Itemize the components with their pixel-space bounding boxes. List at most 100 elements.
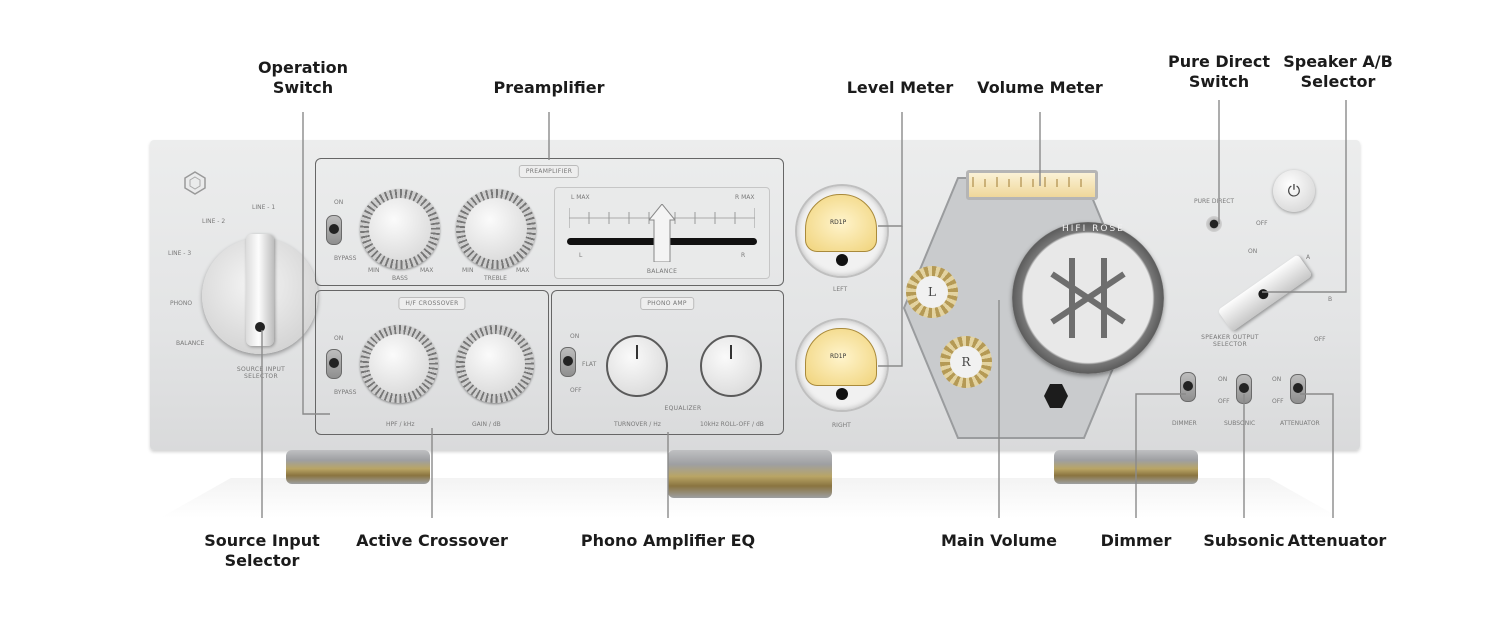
source-selector-indicator-dot xyxy=(255,322,265,332)
panel-text-line: SOURCE INPUT xyxy=(236,366,286,373)
operation-switch-toggle[interactable] xyxy=(326,215,342,245)
treble-min-label: MIN xyxy=(462,267,474,274)
crossover-bypass-label: BYPASS xyxy=(334,389,357,396)
meter-brand-label: RD1P xyxy=(830,219,847,226)
power-button[interactable]: ⏻ xyxy=(1273,170,1315,212)
callout-active-crossover: Active Crossover xyxy=(356,531,508,550)
source-input-selector-knob[interactable] xyxy=(202,234,318,354)
gain-label: GAIN / dB xyxy=(472,421,501,428)
leader-operation-switch xyxy=(302,112,330,415)
source-position-line1: LINE - 1 xyxy=(252,204,276,211)
operation-bypass-label: BYPASS xyxy=(334,255,357,262)
phono-eq-toggle[interactable] xyxy=(560,347,576,377)
pure-direct-off-label: OFF xyxy=(1256,220,1268,227)
level-meter-right-face: RD1P xyxy=(805,328,877,386)
hpf-knob[interactable] xyxy=(360,325,438,403)
subsonic-label: SUBSONIC xyxy=(1224,420,1256,427)
bass-label: BASS xyxy=(392,275,408,282)
rolloff-knob[interactable] xyxy=(700,335,762,397)
source-position-phono: PHONO xyxy=(170,300,193,307)
source-position-line3: LINE - 3 xyxy=(168,250,192,257)
leader-level-meter xyxy=(878,112,903,227)
callout-text-line: Selector xyxy=(224,551,300,570)
dimmer-label: DIMMER xyxy=(1172,420,1197,427)
hf-crossover-header: H/F CROSSOVER xyxy=(398,297,466,310)
level-meter-right: RD1P xyxy=(795,318,889,412)
callout-text-line: Source Input xyxy=(204,531,320,550)
balance-r-max-label: R MAX xyxy=(735,194,755,201)
subsonic-on-label: ON xyxy=(1218,376,1228,383)
gear-left: L xyxy=(906,266,958,318)
power-icon: ⏻ xyxy=(1287,181,1301,200)
speaker-off-label: OFF xyxy=(1314,336,1326,343)
eq-flat-label: FLAT xyxy=(582,361,597,368)
gear-right-cap: R xyxy=(950,346,982,378)
eq-on-label: ON xyxy=(570,333,580,340)
balance-label: BALANCE xyxy=(646,268,678,275)
callout-text-line: Switch xyxy=(1188,72,1250,91)
attenuator-toggle[interactable] xyxy=(1290,374,1306,404)
gear-right: R xyxy=(940,336,992,388)
equalizer-label: EQUALIZER xyxy=(664,405,702,412)
callout-text-line: Operation xyxy=(257,58,349,77)
turnover-knob[interactable] xyxy=(606,335,668,397)
main-volume-lattice xyxy=(1050,258,1126,338)
foot-center xyxy=(668,450,832,498)
pure-direct-label: PURE DIRECT xyxy=(1194,198,1235,205)
volume-meter-scale xyxy=(972,177,1082,187)
pure-direct-on-label: ON xyxy=(1248,248,1258,255)
balance-slider-handle[interactable] xyxy=(649,204,675,262)
volume-meter-window xyxy=(966,170,1098,200)
source-position-line2: LINE - 2 xyxy=(202,218,226,225)
level-meter-right-label: RIGHT xyxy=(832,422,851,429)
eq-off-label: OFF xyxy=(570,387,582,394)
level-meter-right-dot xyxy=(836,388,848,400)
source-input-label: SOURCE INPUT SELECTOR xyxy=(237,366,285,380)
callout-text-line: Pure Direct xyxy=(1167,52,1271,71)
callout-subsonic: Subsonic xyxy=(1203,531,1285,550)
phono-amp-header: PHONO AMP xyxy=(640,297,694,310)
bass-min-label: MIN xyxy=(368,267,380,274)
crossover-toggle[interactable] xyxy=(326,349,342,379)
panel-text-line: SELECTOR xyxy=(244,373,278,380)
main-volume-knob[interactable]: HIFI ROSE xyxy=(1012,222,1164,374)
balance-l-label: L xyxy=(579,252,583,259)
callout-text-line: Selector xyxy=(1300,72,1376,91)
callout-source-input-selector: Source Input Selector xyxy=(204,531,320,571)
foot-left xyxy=(286,450,430,484)
callout-volume-meter: Volume Meter xyxy=(977,78,1103,97)
rolloff-label: 10kHz ROLL-OFF / dB xyxy=(700,421,764,428)
speaker-output-label: SPEAKER OUTPUT SELECTOR xyxy=(1201,334,1259,348)
bass-knob[interactable] xyxy=(360,189,440,269)
callout-preamplifier: Preamplifier xyxy=(493,78,605,97)
level-meter-left: RD1P xyxy=(795,184,889,278)
subsonic-off-label: OFF xyxy=(1218,398,1230,405)
panel-text-line: SELECTOR xyxy=(1213,341,1247,348)
balance-l-max-label: L MAX xyxy=(571,194,590,201)
leader-level-meter-lower xyxy=(878,226,903,367)
level-meter-left-label: LEFT xyxy=(833,286,848,293)
panel-text-line: SPEAKER OUTPUT xyxy=(1201,334,1259,341)
operation-on-label: ON xyxy=(334,199,344,206)
foot-right xyxy=(1054,450,1198,484)
balance-r-label: R xyxy=(741,252,746,259)
attenuator-label: ATTENUATOR xyxy=(1280,420,1320,427)
callout-main-volume: Main Volume xyxy=(940,531,1058,550)
callout-attenuator: Attenuator xyxy=(1287,531,1387,550)
main-volume-brand-ring: HIFI ROSE xyxy=(1062,224,1125,234)
balance-panel: L MAX R MAX L R BALANCE xyxy=(554,187,770,279)
attenuator-on-label: ON xyxy=(1272,376,1282,383)
treble-knob[interactable] xyxy=(456,189,536,269)
phono-amplifier-section: PHONO AMP ON FLAT OFF EQUALIZER TURNOVER… xyxy=(551,290,784,435)
gain-knob[interactable] xyxy=(456,325,534,403)
pure-direct-switch[interactable] xyxy=(1206,216,1222,232)
turnover-label: TURNOVER / Hz xyxy=(614,421,661,428)
callout-text-line: Switch xyxy=(272,78,334,97)
treble-label: TREBLE xyxy=(484,275,507,282)
callout-level-meter: Level Meter xyxy=(846,78,954,97)
attenuator-off-label: OFF xyxy=(1272,398,1284,405)
callout-pure-direct-switch: Pure Direct Switch xyxy=(1168,52,1270,92)
amplifier-front-panel: LINE - 1 LINE - 2 LINE - 3 PHONO BALANCE… xyxy=(150,140,1360,450)
hpf-label: HPF / kHz xyxy=(386,421,415,428)
